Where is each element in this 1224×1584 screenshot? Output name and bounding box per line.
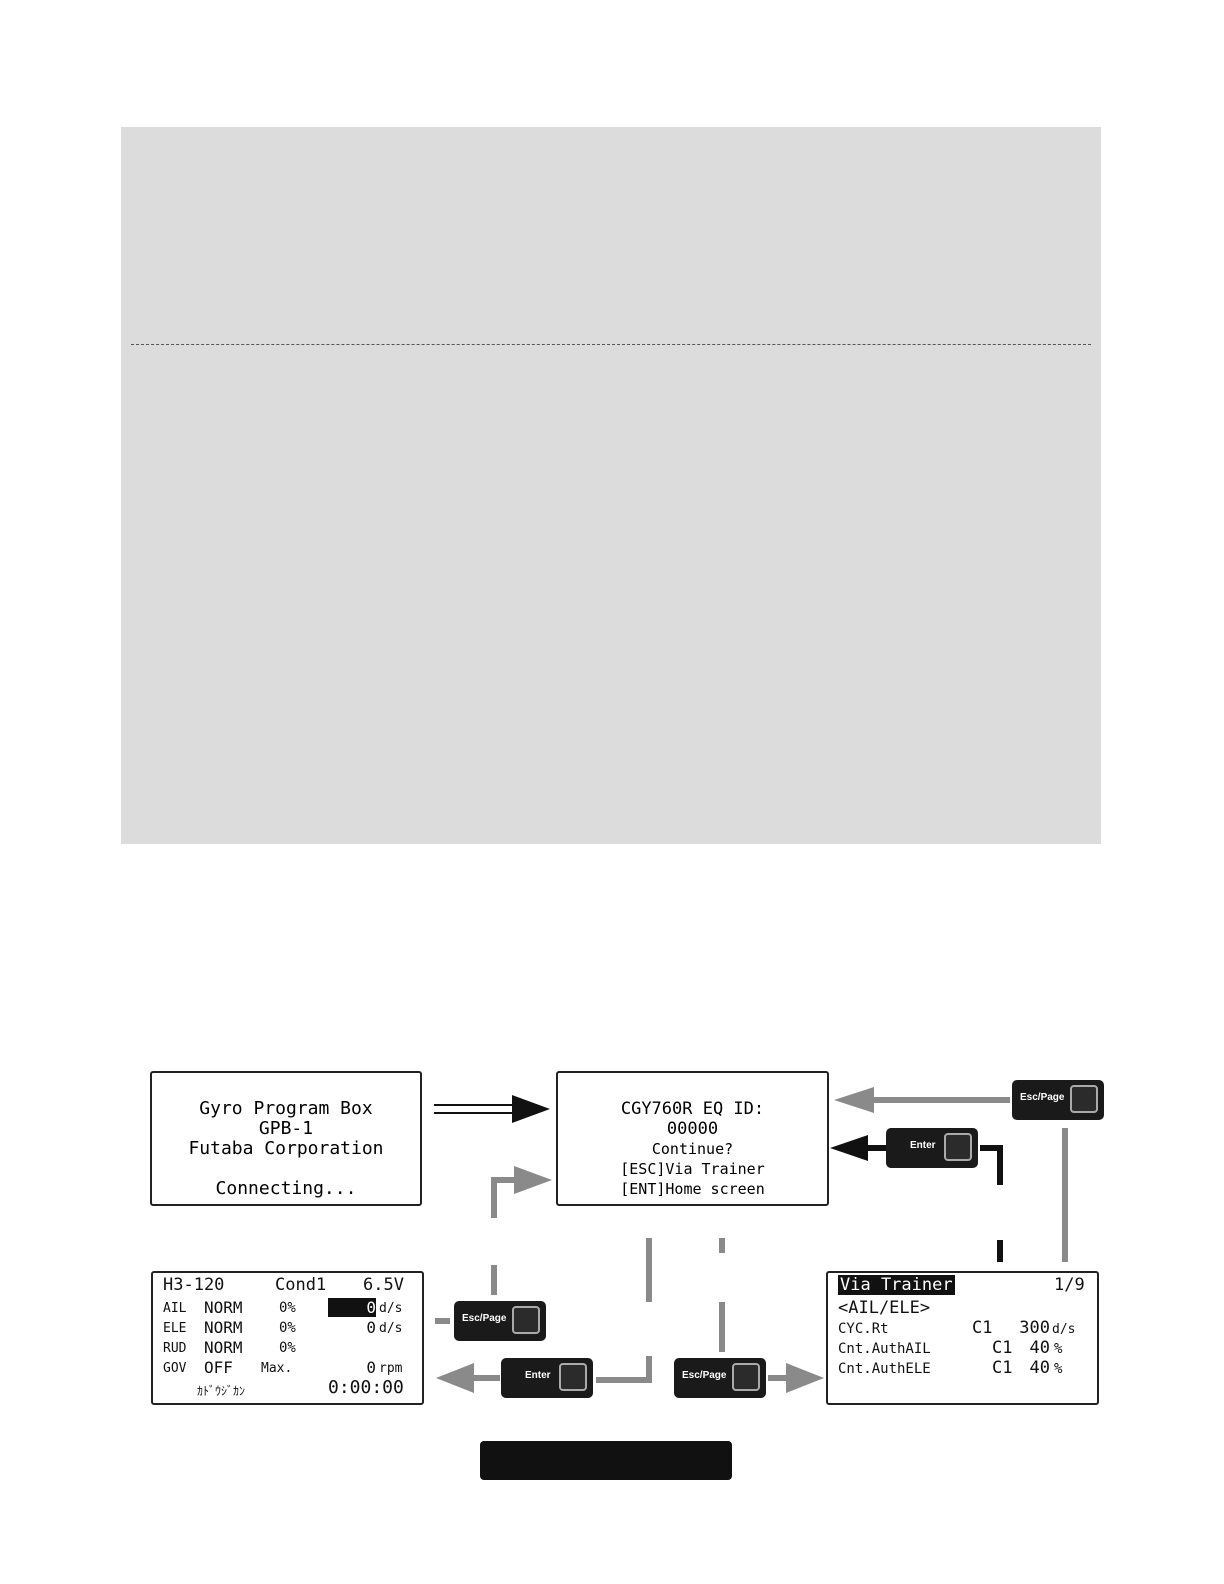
home-model: H3-120 <box>163 1275 225 1295</box>
home-timer-value: 0:00:00 <box>328 1377 404 1398</box>
key-icon <box>1070 1085 1098 1113</box>
home-row-rud-pct: 0% <box>279 1340 296 1356</box>
trainer-page: 1/9 <box>1054 1275 1085 1295</box>
trainer-row-2-cond: C1 <box>992 1338 1013 1358</box>
trainer-row-3-unit: % <box>1054 1361 1063 1377</box>
arrow-esc-to-confirm <box>834 1087 1010 1113</box>
enter-button-label: Enter <box>910 1140 936 1151</box>
home-row-gov-unit: rpm <box>379 1361 403 1376</box>
esc-page-button-home[interactable]: Esc/Page <box>454 1301 546 1341</box>
trainer-row-2-val: 40 <box>1029 1338 1050 1358</box>
home-timer-label: ｶﾄﾞｳｼﾞｶﾝ <box>197 1384 246 1398</box>
trainer-row-1-unit: d/s <box>1052 1322 1076 1337</box>
start-line-5: Connecting... <box>215 1178 357 1199</box>
confirm-line-2: 00000 <box>666 1119 719 1139</box>
screen-confirm: CGY760R EQ ID: 00000 Continue? [ESC]Via … <box>556 1071 829 1206</box>
home-row-ele-pct: 0% <box>279 1320 296 1336</box>
trainer-row-1-label: CYC.Rt <box>838 1321 889 1337</box>
enter-button-right[interactable]: Enter <box>886 1128 978 1168</box>
home-cond: Cond1 <box>275 1275 327 1295</box>
key-icon <box>512 1306 540 1334</box>
esc-page-button-label: Esc/Page <box>462 1313 507 1324</box>
key-icon <box>559 1363 587 1391</box>
trainer-row-2-unit: % <box>1054 1341 1063 1357</box>
trainer-row-3-label: Cnt.AuthELE <box>838 1361 931 1377</box>
home-row-rud-mode: NORM <box>204 1338 243 1357</box>
confirm-line-3: Continue? <box>651 1140 734 1158</box>
confirm-line-5: [ENT]Home screen <box>620 1180 765 1198</box>
key-icon <box>732 1363 760 1391</box>
arrow-home-esc-to-confirm <box>435 1166 552 1324</box>
home-row-ail-val: 0 <box>328 1298 376 1317</box>
confirm-line-4: [ESC]Via Trainer <box>620 1160 765 1178</box>
enter-button-label: Enter <box>525 1370 551 1381</box>
trainer-row-1-cond: C1 <box>972 1318 993 1338</box>
home-row-ele-mode: NORM <box>204 1318 243 1337</box>
connector-trainer-enter <box>980 1145 1003 1262</box>
start-line-3: Futaba Corporation <box>188 1138 384 1159</box>
home-row-gov-mode: OFF <box>204 1358 233 1377</box>
home-row-ele-val: 0 <box>366 1318 376 1337</box>
trainer-subtitle: <AIL/ELE> <box>838 1298 931 1318</box>
bottom-label-bar <box>480 1441 732 1480</box>
trainer-row-3-val: 40 <box>1029 1358 1050 1378</box>
info-panel <box>121 127 1101 844</box>
esc-page-button-label: Esc/Page <box>1020 1092 1065 1103</box>
home-row-gov-pct: Max. <box>261 1361 293 1376</box>
home-row-ail-pct: 0% <box>279 1300 296 1316</box>
trainer-row-2-label: Cnt.AuthAIL <box>838 1341 931 1357</box>
enter-button-bottom[interactable]: Enter <box>501 1358 593 1398</box>
arrow-confirm-esc-to-trainer <box>719 1238 824 1393</box>
home-row-ail-unit: d/s <box>379 1301 403 1316</box>
home-row-ail-mode: NORM <box>204 1298 243 1317</box>
esc-page-button-bottom[interactable]: Esc/Page <box>674 1358 766 1398</box>
key-icon <box>944 1133 972 1161</box>
home-row-ele-ch: ELE <box>163 1321 187 1336</box>
arrow-confirm-enter-to-home <box>436 1238 652 1393</box>
dashed-divider <box>131 344 1091 345</box>
start-line-2: GPB-1 <box>258 1118 314 1139</box>
esc-page-button-label: Esc/Page <box>682 1370 727 1381</box>
home-volt: 6.5V <box>363 1275 404 1295</box>
arrow-start-to-confirm <box>434 1095 550 1123</box>
confirm-line-1: CGY760R EQ ID: <box>620 1099 765 1119</box>
trainer-row-1-val: 300 <box>1019 1318 1050 1338</box>
home-row-ele-unit: d/s <box>379 1321 403 1336</box>
start-line-1: Gyro Program Box <box>199 1098 373 1119</box>
home-row-ail-ch: AIL <box>163 1301 187 1316</box>
arrow-enter-to-confirm <box>830 1135 886 1161</box>
screen-trainer: Via Trainer 1/9 <AIL/ELE> CYC.Rt C1 300 … <box>826 1271 1099 1405</box>
trainer-title: Via Trainer <box>838 1275 955 1295</box>
trainer-row-3-cond: C1 <box>992 1358 1013 1378</box>
home-row-rud-ch: RUD <box>163 1341 187 1356</box>
screen-start: Gyro Program Box GPB-1 Futaba Corporatio… <box>150 1071 422 1206</box>
screen-home: H3-120 Cond1 6.5V AIL NORM 0% 0 d/s ELE … <box>151 1271 424 1405</box>
esc-page-button-top[interactable]: Esc/Page <box>1012 1080 1104 1120</box>
home-row-gov-val: 0 <box>366 1358 376 1377</box>
home-row-gov-ch: GOV <box>163 1361 187 1376</box>
